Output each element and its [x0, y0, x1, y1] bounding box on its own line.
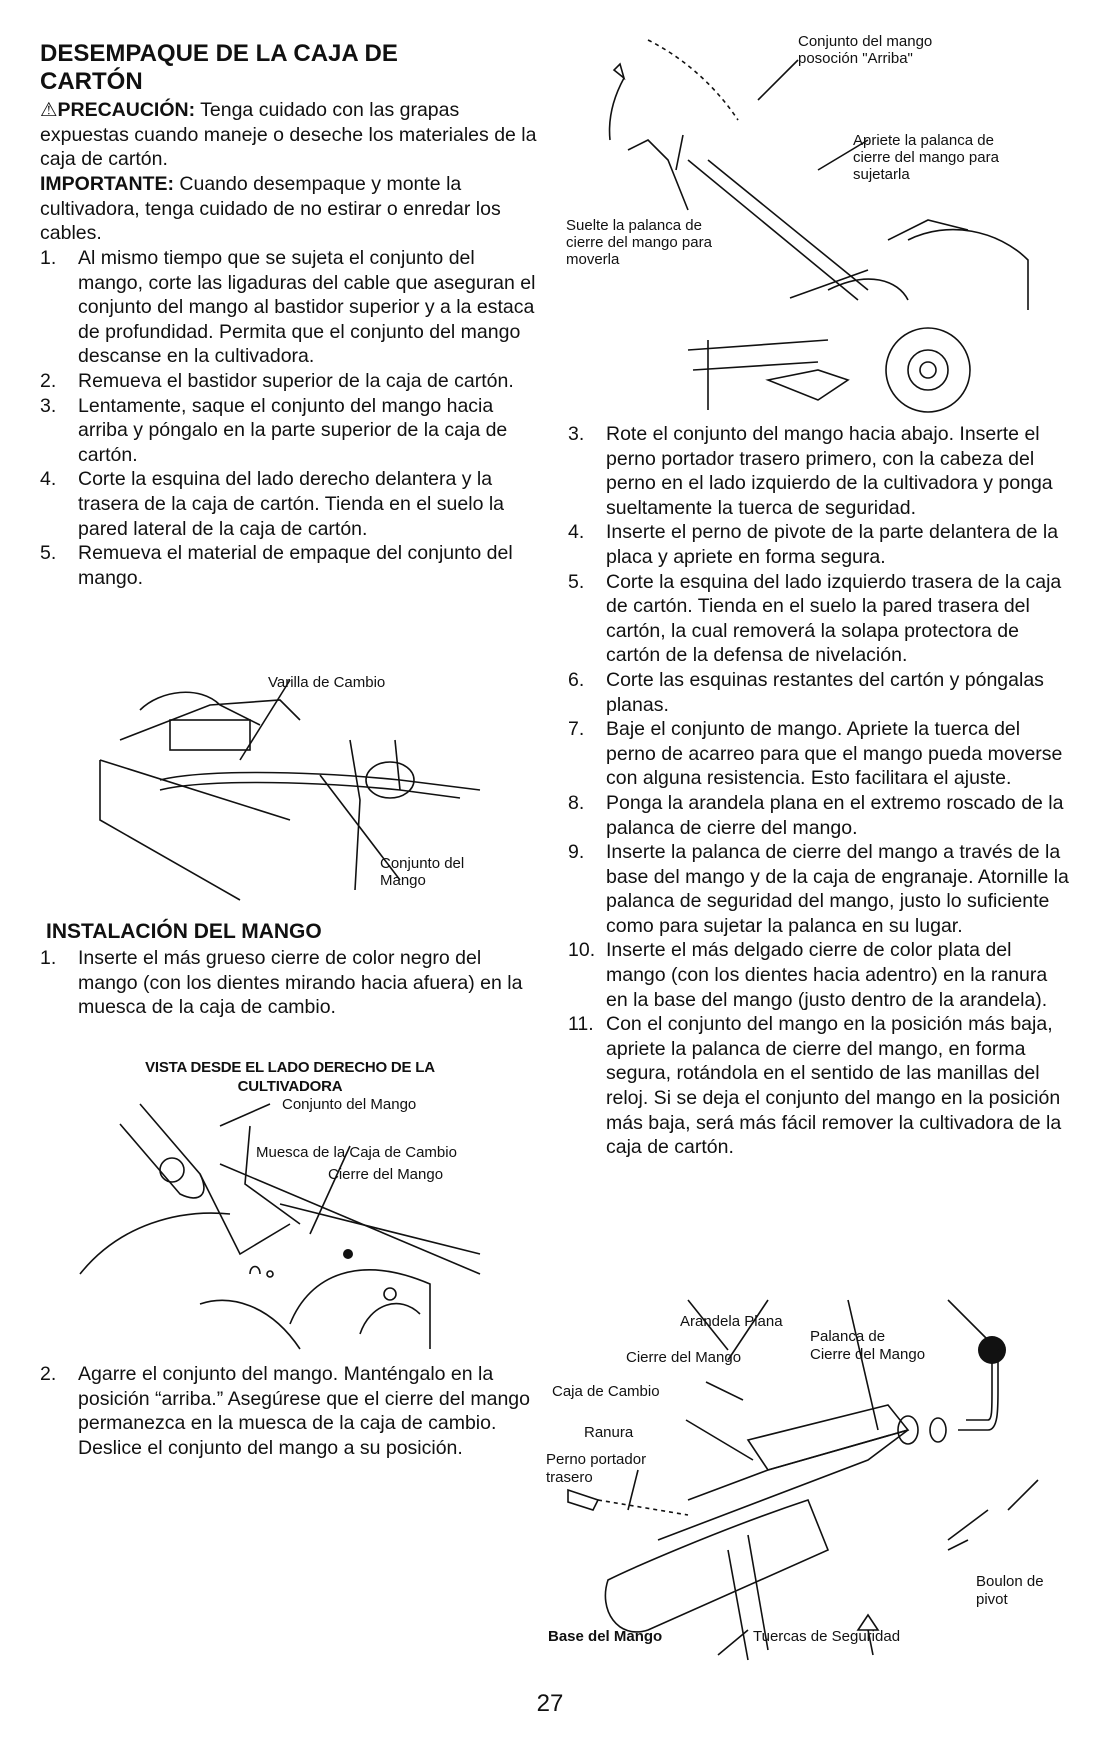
caution-paragraph: ⚠PRECAUCIÓN: Tenga cuidado con las grapa…	[40, 99, 537, 171]
label-gearbox-notch: Muesca de la Caja de Cambio	[256, 1144, 457, 1161]
label-handle-lock-2: Cierre del Mango	[626, 1349, 742, 1366]
figure-right-side-view: Conjunto del Mango Muesca de la Caja de …	[79, 1096, 520, 1354]
list-item: 8.Ponga la arandela plana en el extremo …	[568, 791, 1064, 839]
list-item: 5.Remueva el material de empaque del con…	[40, 542, 513, 589]
list-item: 5.Corte la esquina del lado izquierdo tr…	[568, 570, 1062, 667]
label-shift-rod: Varilla de Cambio	[268, 674, 386, 691]
warning-triangle-icon: ⚠	[40, 99, 58, 121]
label-handle-base: Base del Mango	[548, 1628, 663, 1645]
handle-position-illustration	[608, 39, 1029, 413]
right-side-view-illustration	[79, 1103, 481, 1350]
important-paragraph: IMPORTANTE: Cuando desempaque y monte la…	[40, 173, 501, 245]
install-steps-list-1: 1.Inserte el más grueso cierre de color …	[40, 946, 540, 1020]
list-item: 3.Rote el conjunto del mango hacia abajo…	[568, 423, 1053, 519]
section-title-install: INSTALACIÓN DEL MANGO	[46, 920, 322, 943]
unpack-steps-list: 1.Al mismo tiempo que se sujeta el conju…	[40, 246, 540, 590]
label-flat-washer: Arandela Plana	[680, 1313, 783, 1330]
list-item: 3.Lentamente, saque el conjunto del mang…	[40, 394, 508, 466]
install-steps-list-2: 2.Agarre el conjunto del mango. Manténga…	[40, 1362, 540, 1460]
label-lock-nuts: Tuercas de Seguridad	[753, 1628, 901, 1645]
list-item: 2.Remueva el bastidor superior de la caj…	[40, 369, 514, 392]
shift-rod-illustration	[99, 679, 481, 901]
install-steps-list-3: 3.Rote el conjunto del mango hacia abajo…	[568, 422, 1073, 1160]
figure-handle-base-exploded	[567, 1299, 1073, 1670]
list-item: 6.Corte las esquinas restantes del cartó…	[568, 668, 1044, 716]
label-gearbox: Caja de Cambio	[552, 1383, 660, 1400]
list-item: 2.Agarre el conjunto del mango. Manténga…	[40, 1363, 530, 1459]
list-item: 11.Con el conjunto del mango en la posic…	[568, 1013, 1062, 1159]
label-handle-lock: Cierre del Mango	[328, 1166, 444, 1183]
list-item: 1.Inserte el más grueso cierre de color …	[40, 947, 523, 1019]
list-item: 10.Inserte el más delgado cierre de colo…	[568, 939, 1048, 1011]
list-item: 1.Al mismo tiempo que se sujeta el conju…	[40, 247, 536, 368]
list-item: 9.Inserte la palanca de cierre del mango…	[568, 841, 1069, 937]
page-number: 27	[536, 1690, 564, 1717]
list-item: 4.Corte la esquina del lado derecho dela…	[40, 468, 505, 540]
label-handle-assembly-2: Conjunto del Mango	[282, 1096, 417, 1113]
list-item: 7.Baje el conjunto de mango. Apriete la …	[568, 718, 1063, 790]
list-item: 4.Inserte el perno de pivote de la parte…	[568, 521, 1059, 568]
label-slot: Ranura	[584, 1424, 634, 1441]
handle-base-illustration	[567, 1299, 1039, 1661]
